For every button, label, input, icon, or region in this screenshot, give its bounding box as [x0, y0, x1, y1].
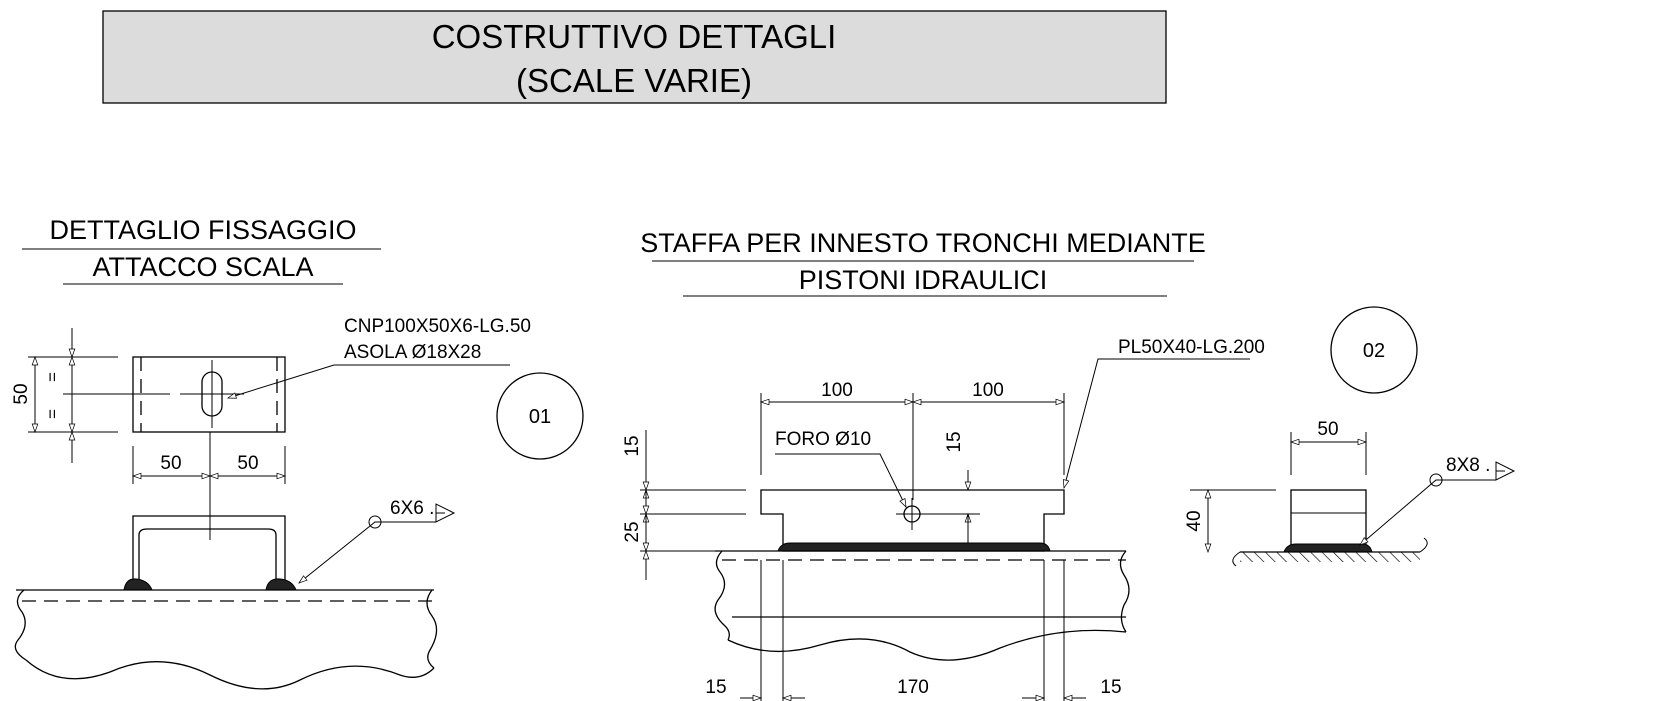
detail-02: STAFFA PER INNESTO TRONCHI MEDIANTE PIST…: [622, 228, 1516, 701]
ground-hatch: [1240, 552, 1420, 562]
dim-equal-bottom: =: [43, 409, 62, 419]
weld-left: [123, 578, 153, 591]
dim-bottom-right: 15: [1100, 677, 1121, 698]
weld-symbol-02: 8X8 .: [1446, 455, 1490, 476]
dim-left-top: 15: [622, 435, 643, 456]
channel-inner: [138, 528, 277, 588]
detail-01-title-line-1: DETTAGLIO FISSAGGIO: [49, 215, 356, 245]
dim-bottom-left: 15: [705, 677, 726, 698]
weld-section: [1283, 543, 1373, 553]
weld-strip: [777, 542, 1051, 552]
channel-outer: [132, 515, 286, 588]
weld-right: [265, 578, 297, 591]
dim-section-height: 40: [1184, 510, 1205, 531]
label-hole: FORO Ø10: [775, 429, 871, 450]
dim-bottom-mid: 170: [897, 677, 929, 698]
detail-02-title-line-1: STAFFA PER INNESTO TRONCHI MEDIANTE: [640, 228, 1206, 258]
dim-left-bottom: 25: [622, 521, 643, 542]
detail-02-title-line-2: PISTONI IDRAULICI: [799, 265, 1048, 295]
title-block: COSTRUTTIVO DETTAGLI (SCALE VARIE): [102, 10, 1167, 104]
title-line-2: (SCALE VARIE): [516, 62, 752, 99]
label-slot: ASOLA Ø18X28: [344, 342, 481, 363]
label-plate: PL50X40-LG.200: [1118, 337, 1265, 358]
detail-01-title-line-2: ATTACCO SCALA: [92, 252, 313, 282]
weld-symbol-01: 6X6 .: [390, 498, 434, 519]
dim-equal-top: =: [43, 372, 62, 382]
dim-top-right: 100: [972, 380, 1004, 401]
plate-section: [1290, 489, 1367, 550]
dim-width-left: 50: [160, 453, 181, 474]
beam-02-break-line: [727, 629, 1127, 661]
callout-02-label: 02: [1363, 340, 1385, 362]
label-profile: CNP100X50X6-LG.50: [344, 316, 531, 337]
dim-height-50: 50: [11, 383, 32, 404]
dim-hole-offset: 15: [944, 431, 965, 452]
title-line-1: COSTRUTTIVO DETTAGLI: [432, 18, 837, 55]
dim-top-left: 100: [821, 380, 853, 401]
dim-width-right: 50: [237, 453, 258, 474]
detail-01: DETTAGLIO FISSAGGIO ATTACCO SCALA 01 CNP…: [11, 215, 584, 690]
beam-break-line: [25, 659, 435, 690]
dim-section-width: 50: [1317, 419, 1338, 440]
callout-circle-02: [1330, 306, 1418, 394]
callout-circle-01: [496, 372, 584, 460]
callout-01-label: 01: [529, 406, 551, 428]
